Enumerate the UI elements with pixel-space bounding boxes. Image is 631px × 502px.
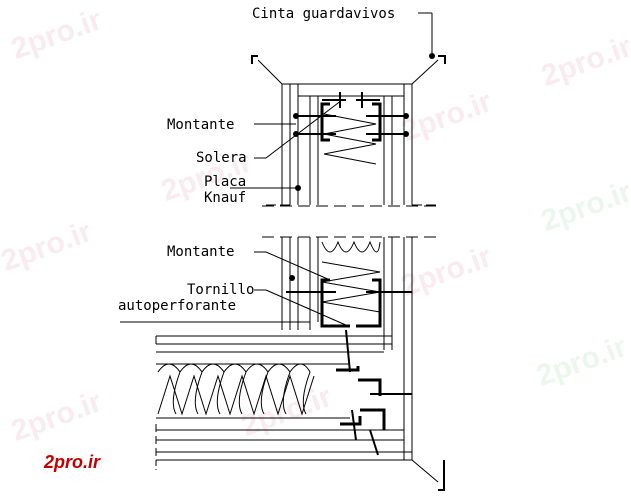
break-lines: [262, 205, 436, 238]
corner-bead-top: [251, 55, 446, 85]
insulation-lower-wall: [321, 240, 381, 313]
screws-lower: [286, 291, 412, 456]
insulation-horizontal: [157, 363, 311, 415]
stud-profile-horizontal: [336, 366, 386, 430]
stud-profile-upper: [320, 102, 382, 142]
label-placa-line2: Knauf: [204, 190, 247, 206]
label-solera: Solera: [196, 150, 247, 166]
horizontal-wall: [155, 335, 412, 461]
leader-lines: [120, 12, 433, 327]
wall-section-lower: [281, 237, 413, 460]
wall-section-upper: [262, 84, 436, 206]
brand-logo[interactable]: 2pro.ir: [44, 452, 101, 472]
label-cinta-guardavivos: Cinta guardavivos: [252, 6, 396, 22]
label-tornillo-line1: Tornillo: [187, 282, 255, 298]
label-placa-line1: Placa: [204, 174, 247, 190]
corner-bead-bottom: [155, 459, 445, 491]
label-montante-bottom: Montante: [167, 244, 235, 260]
label-tornillo-line2: autoperforante: [118, 298, 237, 314]
insulation-upper: [323, 113, 377, 165]
screws-upper: [298, 92, 404, 135]
stud-profile-lower: [320, 278, 382, 328]
label-montante-top: Montante: [167, 117, 235, 133]
